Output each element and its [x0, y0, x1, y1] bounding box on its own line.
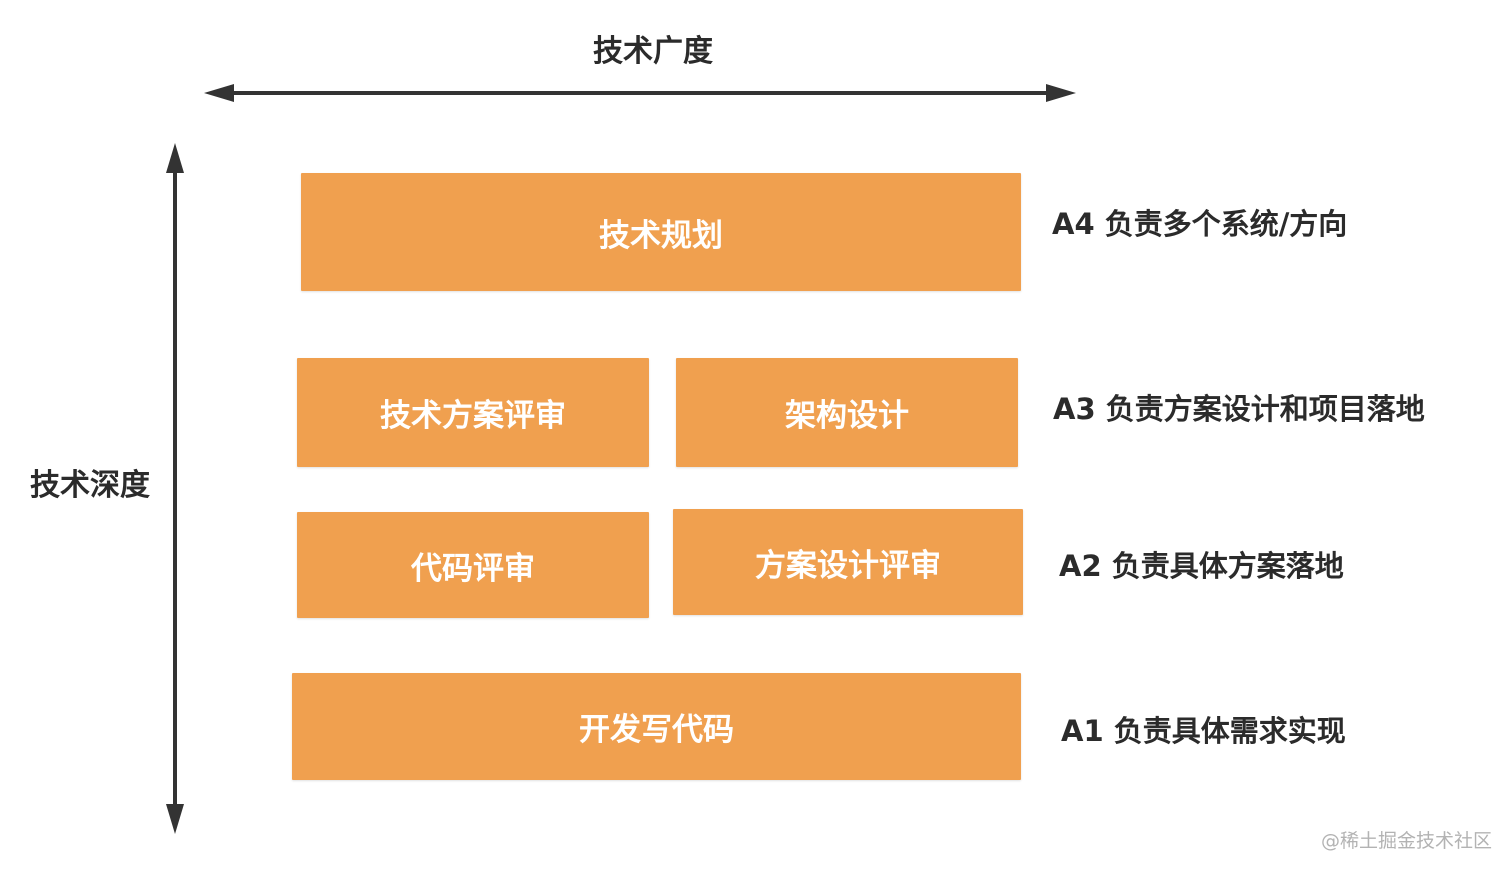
box-technical-planning: 技术规划 [301, 173, 1021, 291]
breadth-arrow [204, 84, 1076, 102]
box-design-review: 方案设计评审 [673, 509, 1023, 615]
depth-arrow [166, 143, 184, 834]
level-label-a3: A3 负责方案设计和项目落地 [1053, 392, 1425, 426]
box-development: 开发写代码 [292, 673, 1021, 780]
level-label-a2: A2 负责具体方案落地 [1059, 549, 1344, 583]
level-label-a1: A1 负责具体需求实现 [1061, 714, 1346, 748]
box-solution-review: 技术方案评审 [297, 358, 649, 467]
box-code-review: 代码评审 [297, 512, 649, 618]
depth-axis-label: 技术深度 [30, 468, 150, 503]
breadth-axis-label: 技术广度 [593, 34, 713, 69]
level-label-a4: A4 负责多个系统/方向 [1052, 207, 1348, 241]
box-architecture-design: 架构设计 [676, 358, 1018, 467]
watermark: @稀土掘金技术社区 [1320, 830, 1492, 852]
